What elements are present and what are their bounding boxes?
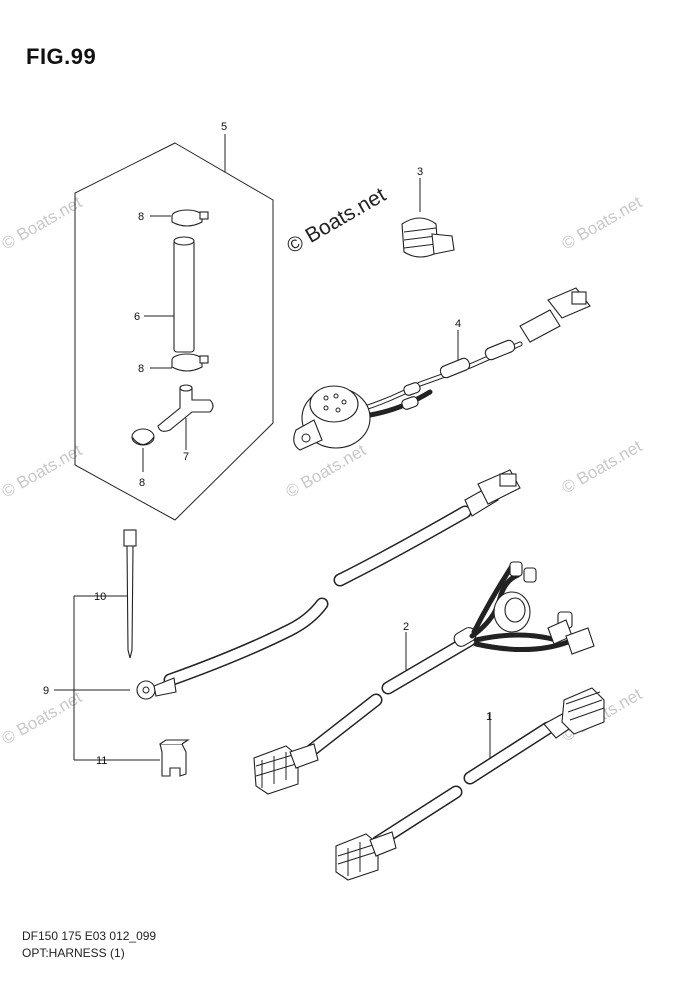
- watermark: © Boats.net: [559, 192, 646, 253]
- callout-10: 10: [94, 591, 106, 603]
- callout-6: 6: [134, 311, 140, 323]
- harness-1: [335, 687, 605, 881]
- watermark: © Boats.net: [0, 192, 85, 253]
- callout-7: 7: [183, 451, 189, 463]
- figure-title: FIG.99: [26, 44, 97, 69]
- fuse-11: [74, 739, 190, 777]
- figure-name: OPT:HARNESS (1): [22, 946, 125, 960]
- callout-9: 9: [43, 685, 49, 697]
- callout-8-low: 8: [139, 477, 145, 489]
- watermark: © Boats.net: [283, 440, 370, 501]
- callouts: 1 2 3 4 5 6 7 8 8 8 9 10 11: [43, 121, 492, 767]
- callout-4: 4: [455, 318, 461, 330]
- t-joint-7: [157, 384, 214, 450]
- harness-2: [253, 561, 595, 795]
- callout-1: 1: [486, 711, 492, 723]
- callout-11: 11: [96, 755, 107, 767]
- callout-2: 2: [403, 621, 409, 633]
- hose-6: [144, 236, 195, 353]
- cable-tie-10: [74, 529, 137, 659]
- figure-code: DF150 175 E03 012_099: [22, 929, 157, 943]
- watermark: © Boats.net: [0, 440, 85, 501]
- watermark: © Boats.net: [559, 436, 646, 497]
- buzzer-harness-4: [293, 287, 591, 451]
- hose-clamp-8-mid: [150, 353, 209, 372]
- kit-box-5: [74, 134, 274, 521]
- callout-3: 3: [417, 166, 423, 178]
- plug-3: [401, 178, 455, 258]
- hose-clamp-8-low: [131, 428, 155, 472]
- callout-8-mid: 8: [138, 363, 144, 375]
- callout-8-top: 8: [138, 211, 144, 223]
- watermarks: © Boats.net © Boats.net © Boats.net © Bo…: [0, 183, 645, 748]
- callout-5: 5: [221, 121, 227, 133]
- watermark-center: © Boats.net: [283, 183, 390, 258]
- hose-clamp-8-top: [150, 209, 209, 227]
- ground-harness-9: [54, 469, 521, 700]
